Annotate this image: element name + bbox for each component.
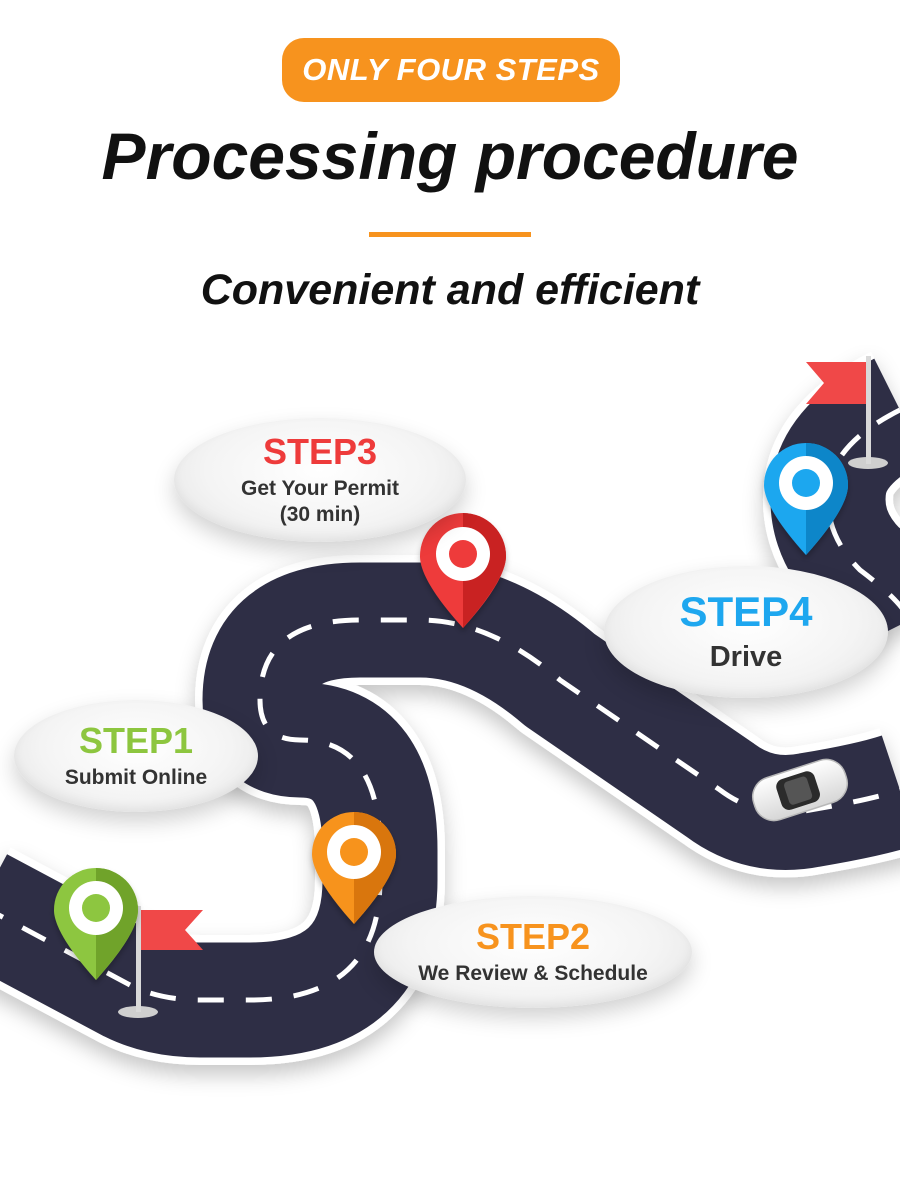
flag-icon: [118, 906, 203, 1018]
step2-description: We Review & Schedule: [418, 961, 648, 985]
step3-bubble: STEP3 Get Your Permit (30 min): [174, 418, 466, 542]
step2-bubble: STEP2 We Review & Schedule: [374, 896, 692, 1008]
location-pin-icon: [312, 812, 396, 924]
step2-label: STEP2: [475, 916, 591, 958]
steps-badge: ONLY FOUR STEPS: [282, 38, 620, 102]
step1-description: Submit Online: [64, 765, 208, 789]
step3-label: STEP3: [262, 430, 378, 472]
step4-label: STEP4: [679, 587, 813, 635]
step3-description: Get Your Permit: [241, 476, 399, 500]
flag-icon: [806, 356, 888, 469]
step1-bubble: STEP1 Submit Online: [14, 700, 258, 812]
location-pin-icon: [54, 868, 138, 980]
step4-description: Drive: [709, 640, 783, 673]
location-pin-icon: [420, 513, 506, 628]
title-divider: [369, 232, 531, 237]
step4-bubble: STEP4 Drive: [604, 566, 888, 698]
page-subtitle: Convenient and efficient: [200, 266, 700, 314]
location-pin-icon: [764, 443, 848, 555]
step1-label: STEP1: [78, 720, 194, 762]
road-lane-markings: [0, 407, 900, 1003]
step3-duration: (30 min): [279, 502, 361, 526]
page-title: Processing procedure: [101, 119, 799, 193]
car-icon: [752, 758, 848, 822]
